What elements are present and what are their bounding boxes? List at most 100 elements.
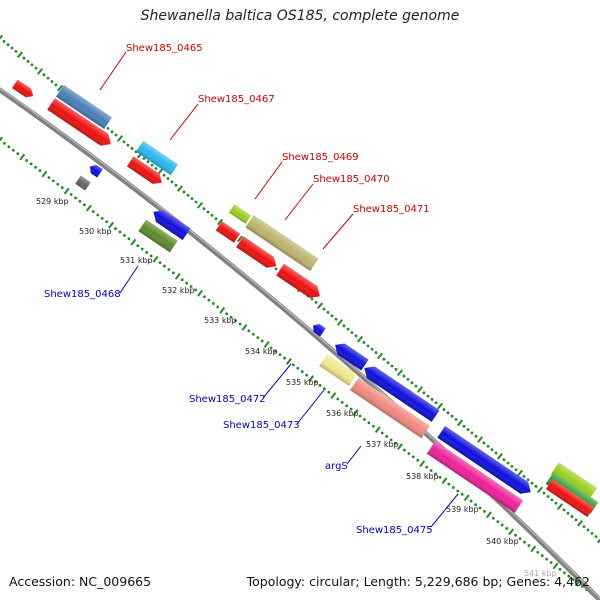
gene-shew185-0475[interactable]	[426, 441, 524, 513]
outer-track-dot	[490, 448, 494, 452]
kbp-label-530: 530 kbp	[79, 227, 112, 236]
outer-track-dot	[582, 525, 586, 529]
outer-track-tick	[236, 235, 244, 243]
inner-track-tick	[85, 204, 92, 212]
outer-track-dot	[566, 511, 570, 515]
gene-shew185-0468[interactable]	[138, 219, 178, 253]
outer-track-dot	[494, 451, 498, 455]
gene-gray-small[interactable]	[75, 175, 91, 191]
outer-track-tick	[56, 84, 64, 92]
outer-track-tick	[536, 486, 544, 494]
inner-track-dot	[189, 285, 193, 288]
inner-track-dot	[296, 366, 300, 370]
inner-track-dot	[38, 169, 42, 173]
gene-shew185-0472[interactable]	[331, 340, 369, 371]
inner-track-dot	[527, 544, 531, 547]
gene-red-0471b[interactable]	[276, 263, 324, 302]
outer-track-dot	[542, 491, 546, 495]
gene-shew185-0465[interactable]	[56, 84, 112, 130]
gene-blue-small-1[interactable]	[87, 162, 103, 178]
genome-backbone-highlight	[0, 88, 600, 599]
outer-track-dot	[110, 130, 114, 134]
gene-lime-right[interactable]	[551, 462, 597, 500]
inner-track-dot	[136, 244, 140, 248]
callout-line-0469	[254, 161, 283, 200]
inner-track-dot	[429, 469, 433, 472]
inner-track-dot	[83, 203, 86, 207]
gene-shew185-0467[interactable]	[135, 140, 179, 176]
outer-track-dot	[574, 518, 578, 522]
gene-blue-530[interactable]	[150, 206, 191, 240]
outer-track-dot	[462, 424, 466, 428]
gene-red-0467b[interactable]	[126, 156, 165, 187]
gene-label-shew185-0467: Shew185_0467	[198, 94, 275, 105]
gene-blue-536-shade	[364, 366, 440, 422]
gene-shew185-0475-shade	[426, 441, 524, 513]
inner-track-dot	[7, 145, 11, 149]
outer-track-dot	[410, 381, 414, 385]
inner-track-tick	[552, 562, 559, 570]
gene-red-right[interactable]	[545, 479, 595, 517]
inner-dotted-track	[0, 136, 600, 600]
outer-track-dot	[210, 213, 214, 217]
outer-track-tick	[416, 386, 424, 393]
inner-track-dot	[483, 510, 486, 513]
gene-yellow-0472b[interactable]	[319, 354, 357, 386]
inner-track-dot	[140, 247, 144, 251]
inner-track-dot	[425, 465, 429, 469]
kbp-label-536: 536 kbp	[326, 409, 359, 418]
outer-track-tick	[396, 369, 404, 376]
outer-track-dot	[10, 46, 14, 50]
inner-track-dot	[283, 356, 286, 360]
inner-track-dot	[505, 527, 509, 530]
outer-track-dot	[382, 357, 386, 361]
outer-track-tick	[476, 436, 484, 443]
callout-line-0475	[430, 493, 459, 528]
gene-blue-536[interactable]	[360, 362, 440, 422]
inner-track-tick	[330, 392, 337, 399]
kbp-label-538: 538 kbp	[406, 472, 439, 481]
outer-track-tick	[316, 302, 324, 310]
inner-track-dot	[540, 554, 544, 558]
inner-track-dot	[229, 315, 233, 319]
outer-track-tick	[216, 218, 224, 226]
inner-track-tick	[285, 358, 292, 365]
gene-shew185-0469[interactable]	[228, 204, 252, 224]
inner-track-tick	[463, 494, 470, 502]
outer-track-dot	[486, 444, 490, 448]
kbp-label-531: 531 kbp	[120, 256, 153, 265]
outer-track-dot	[2, 39, 6, 43]
gene-shew185-0470[interactable]	[245, 214, 319, 272]
outer-track-dot	[530, 481, 534, 485]
outer-track-dot	[426, 394, 430, 398]
outer-track-dot	[122, 140, 126, 144]
outer-track-tick	[516, 469, 524, 477]
gene-label-shew185-0469: Shew185_0469	[282, 152, 359, 163]
gene-red-0471b-shade	[276, 263, 320, 298]
gene-label-shew185-0475: Shew185_0475	[356, 525, 433, 536]
gene-blue-small-2[interactable]	[310, 321, 326, 337]
inner-track-dot	[105, 220, 109, 224]
gene-red-0470b[interactable]	[236, 236, 280, 271]
kbp-label-529: 529 kbp	[36, 197, 69, 206]
gene-red-right-shade	[545, 479, 595, 517]
outer-track-tick	[576, 519, 584, 527]
outer-track-dot	[430, 398, 434, 401]
inner-track-tick	[130, 238, 137, 246]
inner-track-dot	[545, 557, 549, 561]
inner-track-tick	[352, 409, 359, 416]
inner-track-dot	[491, 516, 495, 520]
gene-shew185-0470-shade	[245, 214, 319, 272]
gene-red-0465b[interactable]	[47, 98, 115, 150]
outer-track-tick	[36, 68, 44, 75]
gene-red-small-1[interactable]	[12, 79, 36, 101]
gene-args[interactable]	[437, 426, 534, 498]
gene-shew185-0465-shade	[56, 84, 112, 130]
outer-track-dot	[334, 317, 338, 321]
gene-shew185-0473[interactable]	[350, 377, 430, 439]
outer-track-dot	[322, 307, 326, 311]
inner-track-dot	[47, 176, 51, 179]
outer-track-tick	[496, 453, 504, 460]
gene-red-0469b[interactable]	[215, 221, 241, 243]
outer-track-tick	[376, 352, 384, 360]
